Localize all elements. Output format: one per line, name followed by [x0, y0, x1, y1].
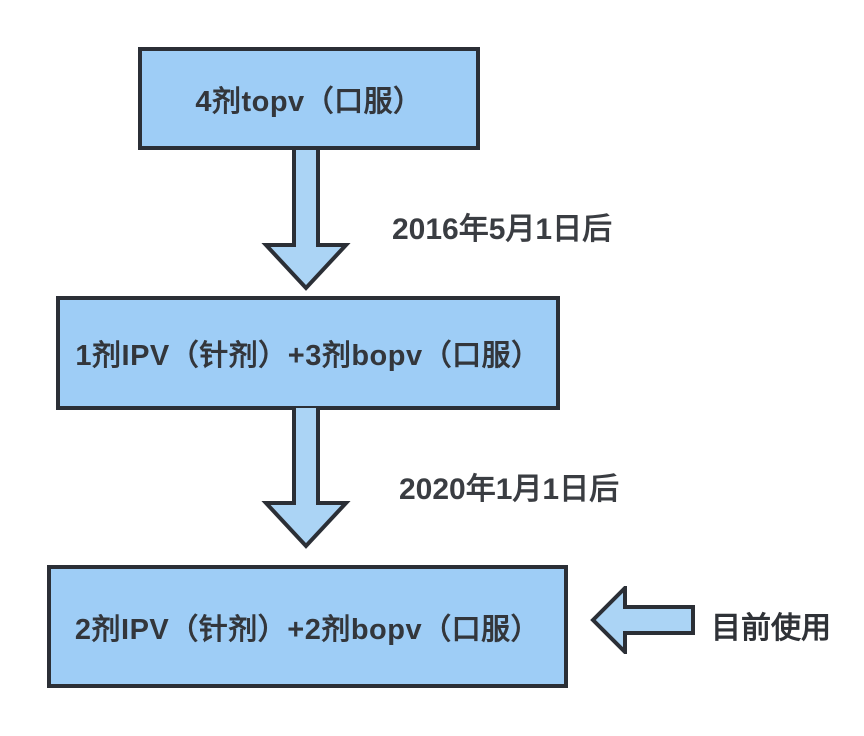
flow-node-stage-3-label: 2剂IPV（针剂）+2剂bopv（口服）: [74, 613, 541, 646]
flow-node-stage-1-label: 4剂topv（口服）: [195, 85, 423, 118]
flow-node-stage-2-label: 1剂IPV（针剂）+3剂bopv（口服）: [75, 340, 541, 372]
transition-label-1: 2016年5月1日后: [392, 213, 613, 246]
transition-label-2: 2020年1月1日后: [399, 473, 620, 506]
flow-node-stage-2: 1剂IPV（针剂）+3剂bopv（口服）: [56, 296, 560, 410]
flow-node-stage-3: 2剂IPV（针剂）+2剂bopv（口服）: [47, 565, 568, 688]
down-arrow-icon: [261, 406, 351, 549]
down-arrow-icon: [261, 148, 351, 291]
annotation-label: 目前使用: [711, 612, 831, 645]
left-arrow-icon: [590, 586, 695, 654]
flow-node-stage-1: 4剂topv（口服）: [138, 47, 480, 150]
